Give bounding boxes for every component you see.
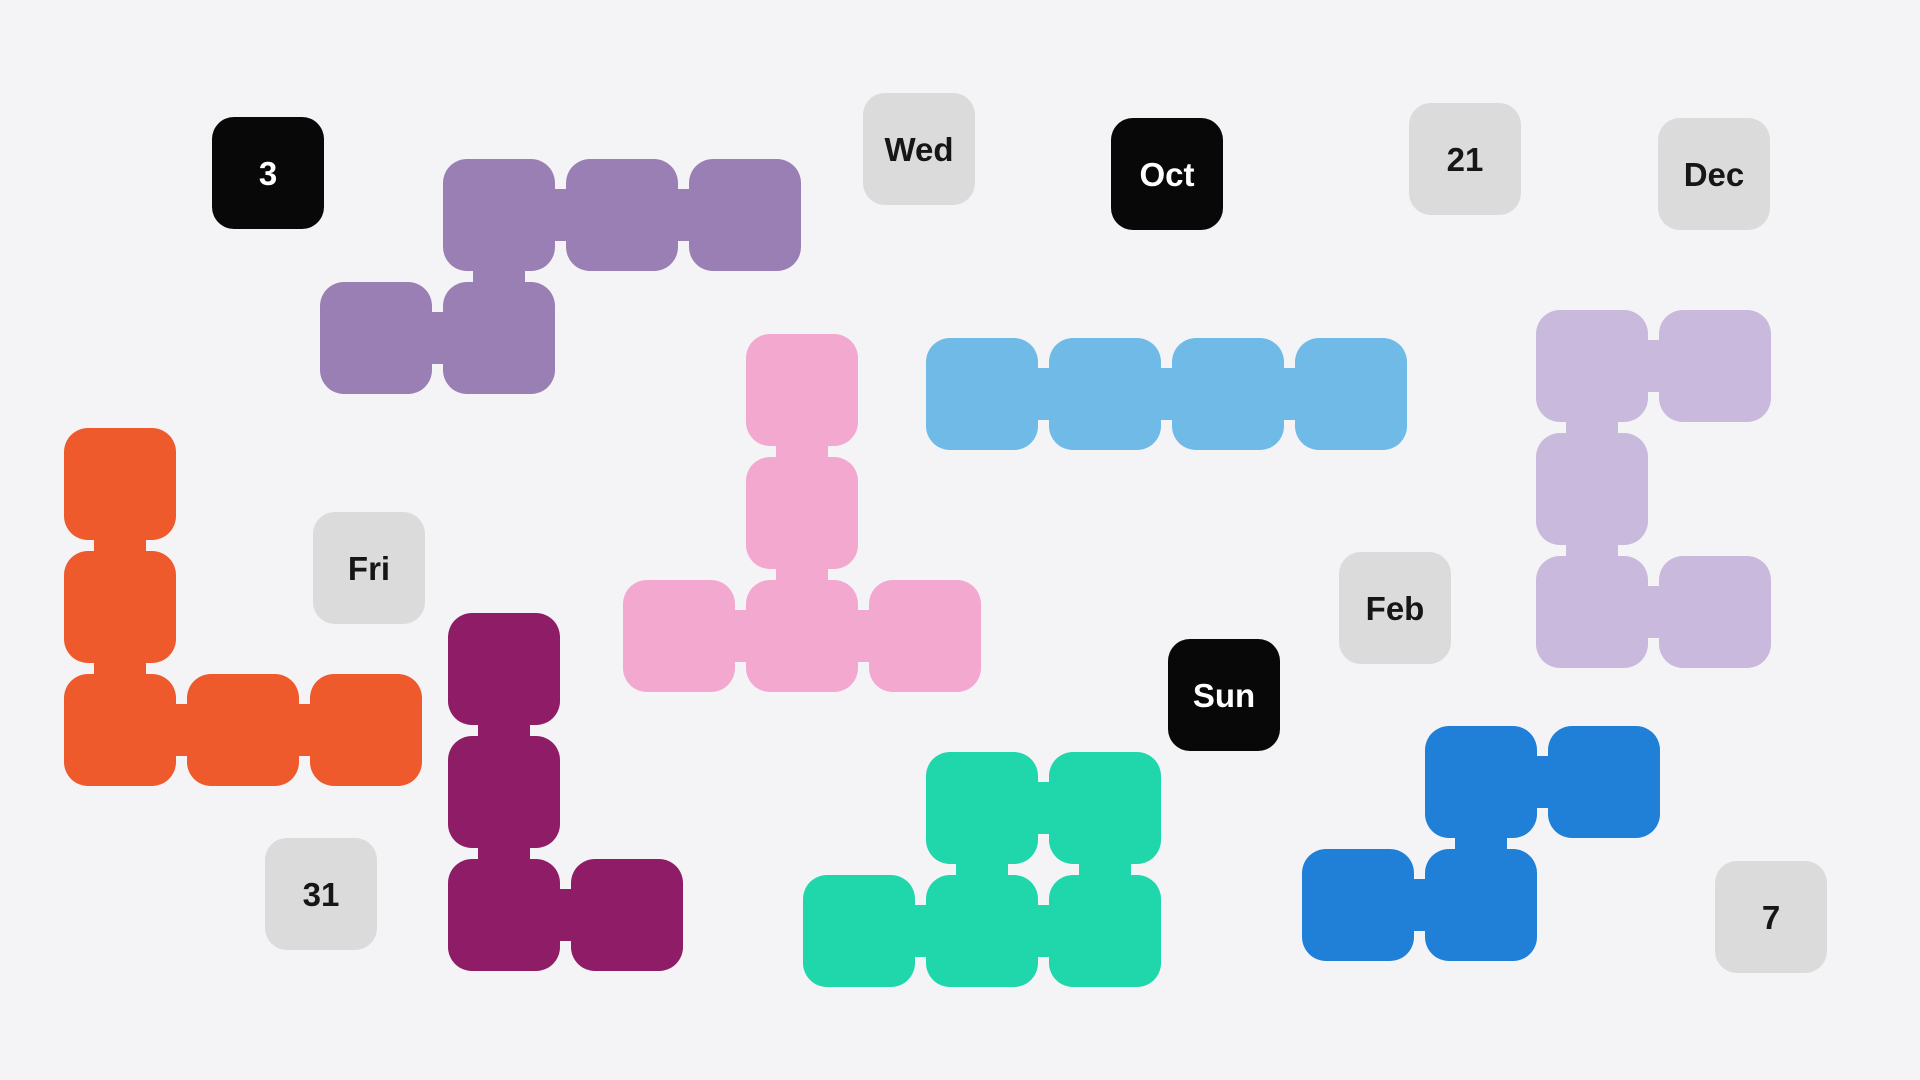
weekday-tile-sun: Sun: [1168, 639, 1280, 751]
piece-joint: [1037, 905, 1050, 957]
piece-joint: [1536, 756, 1549, 808]
piece-joint: [1455, 837, 1507, 850]
piece-joint: [914, 905, 927, 957]
piece-joint: [1647, 340, 1660, 392]
piece-joint: [554, 189, 567, 241]
piece-cell: [187, 674, 299, 786]
piece-joint: [1566, 421, 1618, 434]
piece-joint: [473, 270, 525, 283]
piece-joint: [1413, 879, 1426, 931]
piece-joint: [1037, 368, 1050, 420]
piece-joint: [94, 539, 146, 552]
piece-cell: [1172, 338, 1284, 450]
piece-joint: [431, 312, 444, 364]
month-tile-oct: Oct: [1111, 118, 1223, 230]
piece-cell: [448, 736, 560, 848]
piece-joint: [478, 847, 530, 860]
piece-cell: [64, 428, 176, 540]
date-tile-21: 21: [1409, 103, 1521, 215]
date-tile-3: 3: [212, 117, 324, 229]
piece-joint: [857, 610, 870, 662]
piece-blue-s-tetromino[interactable]: [1302, 726, 1660, 961]
piece-cell: [448, 859, 560, 971]
piece-joint: [776, 445, 828, 458]
piece-cell: [443, 282, 555, 394]
piece-cell: [746, 457, 858, 569]
piece-cell: [1659, 310, 1771, 422]
date-tile-31: 31: [265, 838, 377, 950]
piece-cell: [1049, 875, 1161, 987]
piece-cell: [746, 334, 858, 446]
piece-cell: [689, 159, 801, 271]
piece-joint: [1079, 863, 1131, 876]
piece-cell: [571, 859, 683, 971]
piece-orange-v-pentomino[interactable]: [64, 428, 422, 786]
piece-skyblue-i-tetromino[interactable]: [926, 338, 1407, 450]
piece-cell: [1536, 433, 1648, 545]
piece-cell: [1425, 726, 1537, 838]
piece-lavender-u-pentomino[interactable]: [1536, 310, 1771, 668]
piece-joint: [776, 568, 828, 581]
piece-joint: [1160, 368, 1173, 420]
piece-teal-p-pentomino[interactable]: [803, 752, 1161, 987]
piece-cell: [448, 613, 560, 725]
piece-cell: [926, 752, 1038, 864]
piece-cell: [320, 282, 432, 394]
piece-cell: [1425, 849, 1537, 961]
piece-joint: [1283, 368, 1296, 420]
piece-joint: [94, 662, 146, 675]
piece-joint: [677, 189, 690, 241]
piece-joint: [734, 610, 747, 662]
piece-cell: [926, 875, 1038, 987]
piece-cell: [869, 580, 981, 692]
date-tile-7: 7: [1715, 861, 1827, 973]
piece-joint: [478, 724, 530, 737]
piece-cell: [1659, 556, 1771, 668]
piece-cell: [1536, 310, 1648, 422]
piece-cell: [1548, 726, 1660, 838]
piece-cell: [64, 674, 176, 786]
piece-plum-l-tetromino[interactable]: [448, 613, 683, 971]
piece-cell: [1302, 849, 1414, 961]
piece-cell: [566, 159, 678, 271]
piece-cell: [1295, 338, 1407, 450]
month-tile-dec: Dec: [1658, 118, 1770, 230]
month-tile-feb: Feb: [1339, 552, 1451, 664]
piece-cell: [623, 580, 735, 692]
piece-joint: [1037, 782, 1050, 834]
piece-joint: [1647, 586, 1660, 638]
piece-cell: [746, 580, 858, 692]
piece-pink-t-pentomino[interactable]: [623, 334, 981, 692]
piece-joint: [1566, 544, 1618, 557]
piece-cell: [1049, 338, 1161, 450]
piece-purple-n-pentomino[interactable]: [320, 159, 801, 394]
piece-cell: [310, 674, 422, 786]
piece-cell: [1049, 752, 1161, 864]
weekday-tile-wed: Wed: [863, 93, 975, 205]
piece-joint: [298, 704, 311, 756]
weekday-tile-fri: Fri: [313, 512, 425, 624]
piece-cell: [443, 159, 555, 271]
piece-joint: [559, 889, 572, 941]
piece-cell: [926, 338, 1038, 450]
piece-cell: [64, 551, 176, 663]
piece-cell: [1536, 556, 1648, 668]
piece-joint: [956, 863, 1008, 876]
piece-joint: [175, 704, 188, 756]
piece-cell: [803, 875, 915, 987]
